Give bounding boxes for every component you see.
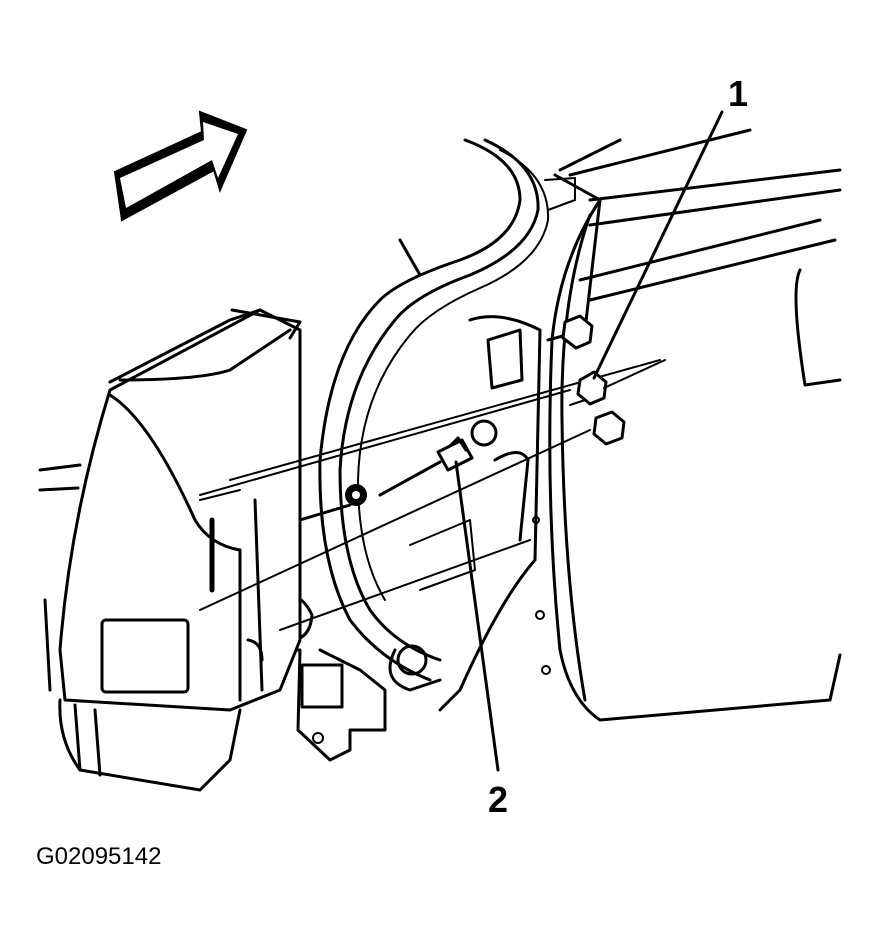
callout-1-label: 1 (728, 73, 748, 114)
tail-lamp-pocket (318, 138, 602, 712)
quarter-panel (532, 128, 842, 722)
tail-lamp-assembly (38, 308, 302, 792)
callout-2-leader (454, 460, 500, 772)
figure-id: G02095142 (36, 843, 161, 870)
callout-2-label: 2 (488, 779, 508, 820)
hex-nut-icon (561, 314, 666, 446)
forward-direction-arrow-icon (113, 110, 248, 222)
electrical-connector-icon (345, 436, 474, 506)
callout-1-leader (592, 110, 724, 380)
